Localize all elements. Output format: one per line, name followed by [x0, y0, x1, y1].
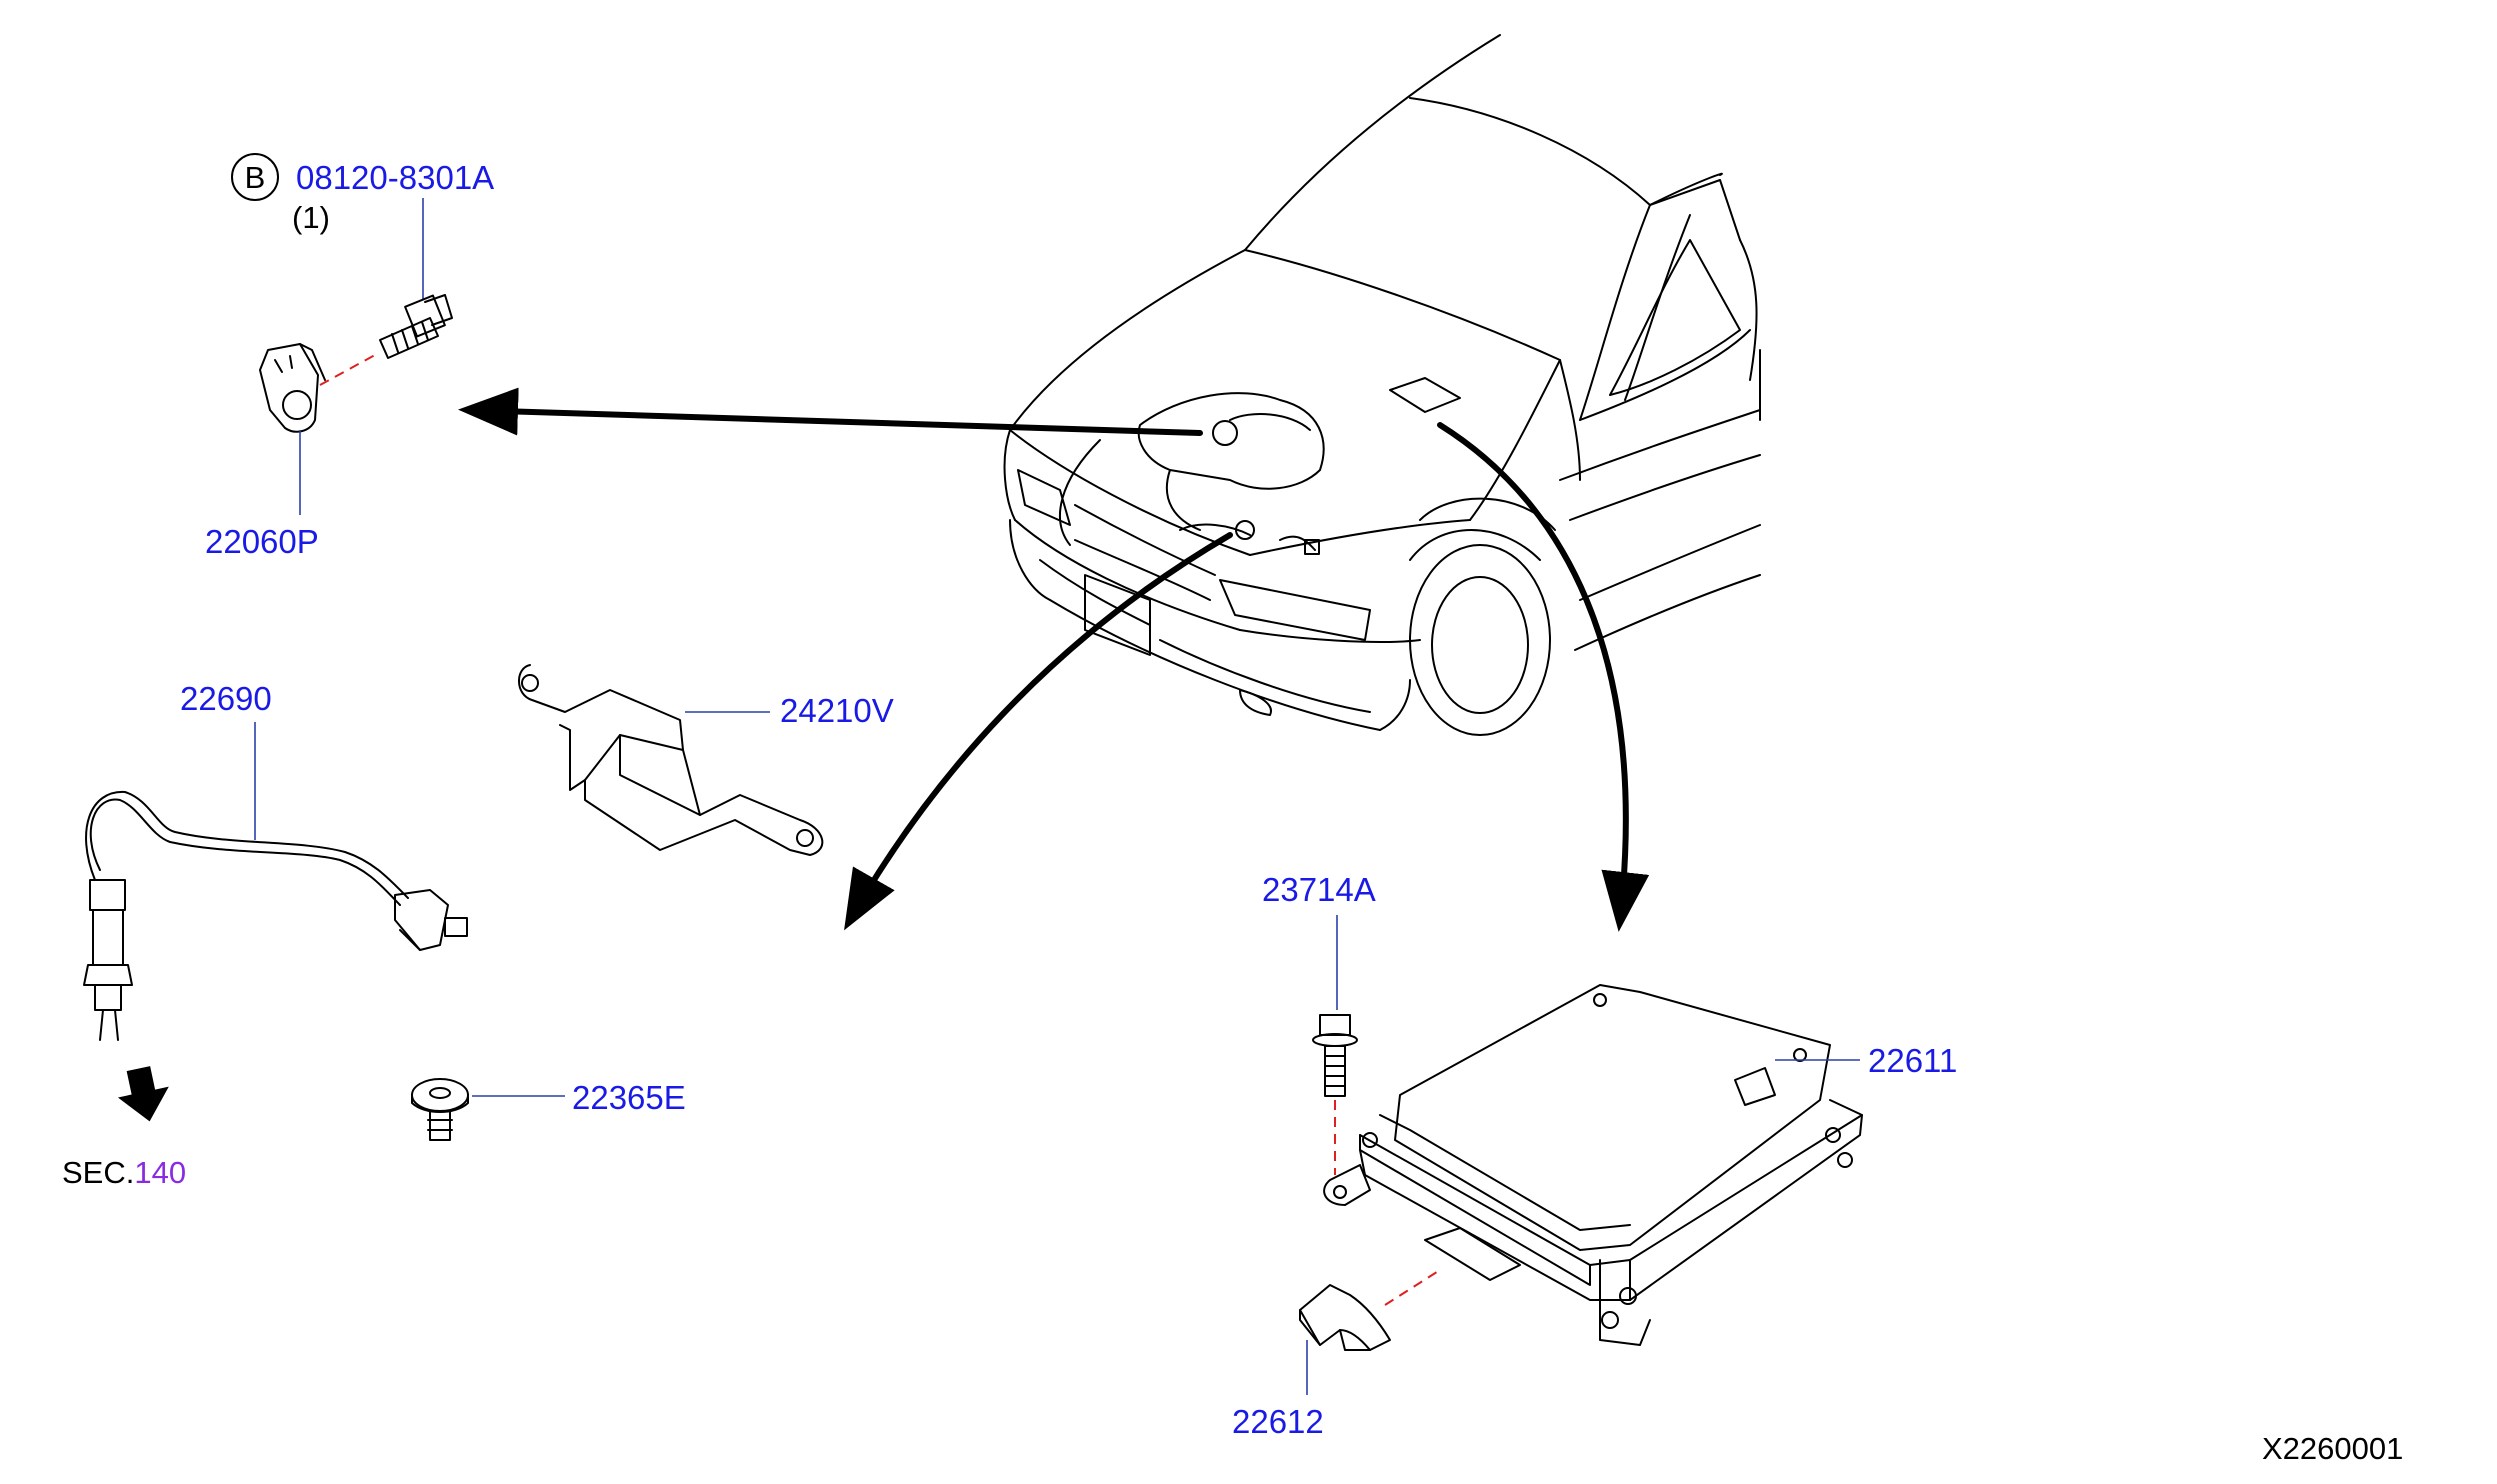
section-prefix: SEC. [62, 1155, 134, 1190]
pointer-arrows [458, 387, 1650, 932]
sec-arrow-icon [117, 1066, 169, 1122]
vehicle-illustration [1003, 34, 1761, 736]
arrow-to-ecm [1437, 422, 1650, 932]
bracket-part-number[interactable]: 24210V [780, 692, 894, 729]
ecm-icon [1323, 984, 1863, 1346]
bracket-icon [518, 664, 824, 856]
o2-sensor-icon [83, 790, 468, 1041]
b-circle-letter: B [245, 160, 266, 195]
ecm-bracket-part-number[interactable]: 22612 [1232, 1403, 1324, 1440]
clip-part-number[interactable]: 22365E [572, 1079, 686, 1116]
ecm-bracket-icon [1299, 1284, 1391, 1351]
knock-sensor-icon [259, 343, 326, 433]
diagram-code: X2260001 [2262, 1431, 2403, 1466]
ecm-part-number[interactable]: 22611 [1868, 1042, 1957, 1079]
clip-icon [411, 1078, 469, 1141]
arrow-to-knock-sensor [458, 387, 1203, 436]
section-number[interactable]: 140 [134, 1155, 186, 1190]
o2-sensor-part-number[interactable]: 22690 [180, 680, 272, 717]
knock-sensor-part-number[interactable]: 22060P [205, 523, 319, 560]
section-reference[interactable]: SEC.140 [62, 1155, 186, 1190]
bolt-icon [1312, 1014, 1358, 1097]
b-circle-icon [231, 153, 279, 201]
bolt-b-icon [379, 294, 453, 359]
bolt-part-number[interactable]: 23714A [1262, 871, 1376, 908]
arrow-to-bracket [844, 532, 1233, 931]
bolt-b-part-number[interactable]: 08120-8301A [296, 159, 494, 196]
bolt-b-quantity: (1) [292, 200, 330, 235]
bolt-b-callout: B 08120-8301A (1) [231, 153, 494, 300]
